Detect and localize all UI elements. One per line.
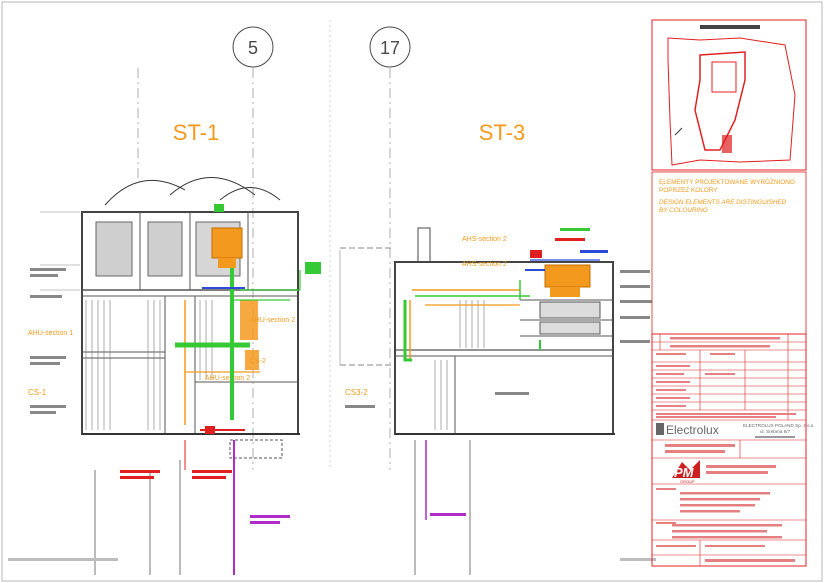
ducts-left <box>94 204 321 575</box>
electrolux-logo: Electrolux <box>656 423 719 437</box>
axis-bubble-left: 5 <box>232 26 274 68</box>
floor-plan-left <box>40 177 300 459</box>
label-unit-left: AHU-section 1 <box>28 330 73 337</box>
label-ahu-left: AHU-section 2 <box>250 317 295 324</box>
axis-bubble-right: 17 <box>369 26 411 68</box>
legend-pl-line1: ELEMENTY PROJEKTOWANE WYRÓŻNIONO <box>659 177 795 186</box>
designer-logo-text: PM <box>674 465 695 480</box>
label-ahu-right: AHS-section 2 <box>462 236 507 243</box>
titleblock-mid-line-1 <box>665 444 735 447</box>
note-bottom-left <box>8 558 118 561</box>
designer-logo-sub: GROUP <box>680 479 695 484</box>
titleblock-text-lines <box>656 337 796 562</box>
titleblock <box>651 333 807 567</box>
key-plan <box>651 19 807 171</box>
axis-label-right: 17 <box>380 38 400 58</box>
grid-lines <box>137 20 391 470</box>
label-cs-left-2: CS-2 <box>250 358 266 365</box>
note-bottom-right <box>620 558 656 561</box>
label-cs-left: CS-1 <box>28 388 47 397</box>
ducts-right <box>403 250 600 575</box>
ahu-units-right <box>409 264 591 360</box>
client-name: ELECTROLUX POLAND Sp. z o.o. <box>743 423 814 428</box>
legend-box: ELEMENTY PROJEKTOWANE WYRÓŻNIONO POPRZEZ… <box>651 171 807 335</box>
titleblock-mid-line-2 <box>665 450 725 453</box>
client-address: ul. Srebrna 6/7 <box>760 429 791 434</box>
axis-label-left: 5 <box>248 38 258 58</box>
annotations-left <box>30 268 290 524</box>
section-title-right: ST-3 <box>479 120 525 145</box>
floor-plan-right <box>339 227 615 435</box>
section-title-left: ST-1 <box>173 120 219 145</box>
annotations-right <box>345 228 654 516</box>
legend-en-line2: BY COLOURING <box>659 207 708 214</box>
client-logo-text: Electrolux <box>666 423 719 437</box>
label-ahu-left-2: AHU-section 2 <box>205 375 250 382</box>
legend-en-line1: DESIGN ELEMENTS ARE DISTINGUISHED <box>659 199 787 206</box>
ahu-units-left <box>184 227 260 425</box>
client-address-line <box>755 436 795 438</box>
designer-logo: PM GROUP <box>672 460 776 484</box>
label-ahu-right-2: AHS-section 2 <box>462 261 507 268</box>
label-cs-right: CS3-2 <box>345 388 368 397</box>
legend-pl-line2: POPRZEZ KOLORY <box>659 187 718 194</box>
